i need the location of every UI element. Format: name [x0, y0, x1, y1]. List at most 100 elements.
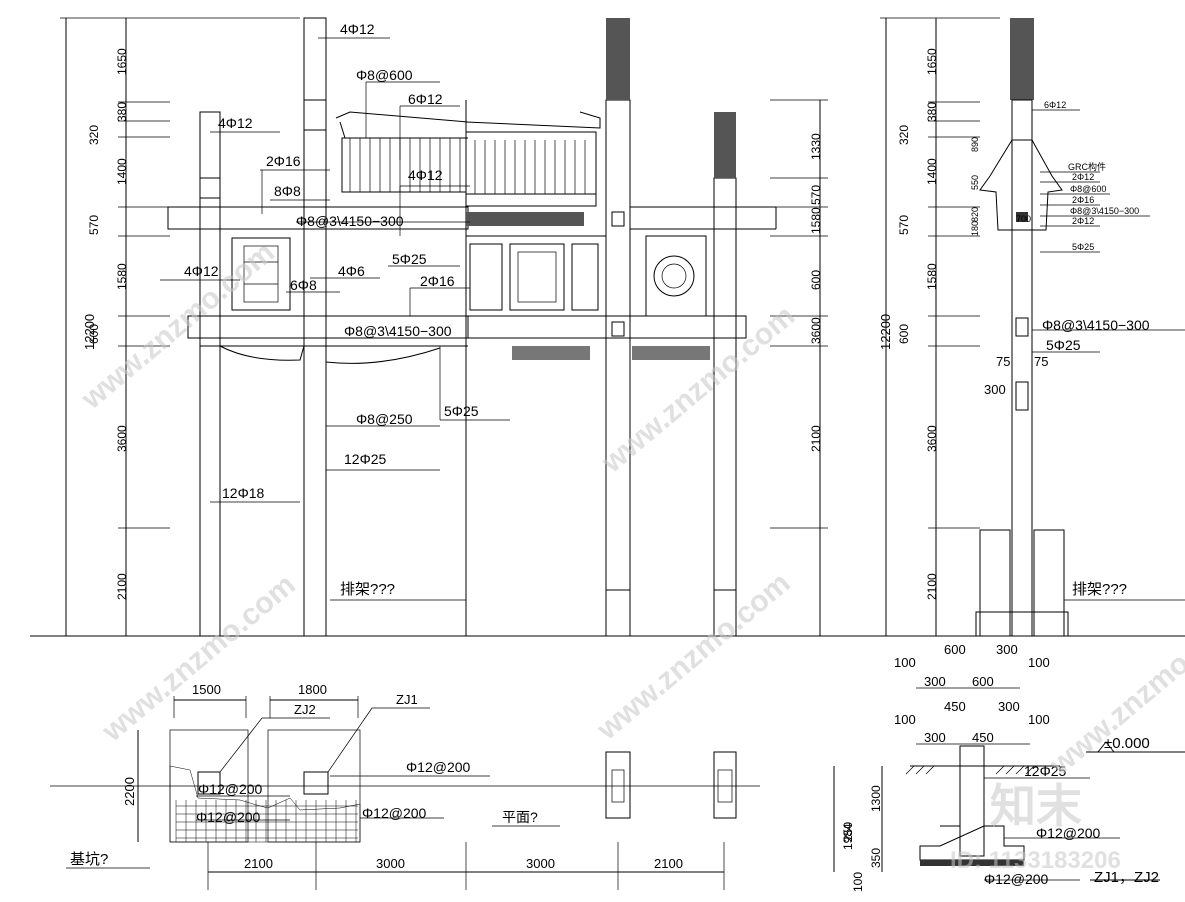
footing-rebar: Φ12@200: [984, 871, 1049, 887]
foundation-plan: 1500 1800 2200 ZJ2 ZJ1 Φ12@200 Φ12@200 Φ…: [50, 682, 760, 890]
plan-bottom-dim: 2100: [244, 856, 273, 871]
rebar-label: 4Φ6: [338, 263, 365, 279]
rebar-label: 5Φ25: [444, 403, 479, 419]
side-rebar-label: Φ8@600: [1070, 184, 1106, 194]
footing-top-dim: 450: [944, 699, 966, 714]
side-rebar-label: GRC构件: [1068, 161, 1106, 172]
side-rebar-label: 2Φ16: [1072, 195, 1094, 205]
side-rebar-label: Φ8@3\4150−300: [1070, 206, 1139, 216]
dim-380: 380: [115, 102, 129, 122]
watermark-site: www.znzmo.com: [590, 566, 796, 747]
watermark-site: www.znzmo.com: [595, 299, 801, 480]
rebar-label: 4Φ12: [340, 21, 375, 37]
dim-570: 570: [87, 215, 101, 235]
rdim-1580: 1580: [809, 207, 823, 234]
right-dimension-chain: 1330 570 1580 600 3600 2100: [770, 99, 828, 636]
rebar-label: 4Φ12: [408, 167, 443, 183]
plan-left-dim: 2200: [122, 777, 137, 806]
rdim-2100: 2100: [809, 425, 823, 452]
sdim-320: 320: [897, 125, 911, 145]
side-rebar-label: 2Φ12: [1072, 172, 1094, 182]
footing-left-dim: 350: [869, 848, 883, 868]
rebar-label: 6Φ12: [408, 91, 443, 107]
side-small-dim: 75: [996, 354, 1010, 369]
dim-320: 320: [87, 125, 101, 145]
footing-rebar: Φ12@200: [1036, 825, 1101, 841]
plan-rebar: Φ12@200: [198, 781, 263, 797]
rebar-label: Φ8@600: [356, 67, 413, 83]
side-bottom-dim: 600: [944, 642, 966, 657]
side-rebar-label: 2Φ12: [1072, 216, 1094, 226]
dim-600: 600: [87, 324, 101, 344]
sdim-2100: 2100: [925, 573, 939, 600]
side-overall-height: 12200: [878, 314, 893, 350]
sdim-1580: 1580: [925, 263, 939, 290]
sdim-380: 380: [925, 102, 939, 122]
watermark-id: ID: 1133183206: [950, 847, 1121, 874]
rebar-label: 12Φ18: [222, 485, 265, 501]
footing-left-dim: 1300: [869, 785, 883, 812]
side-bottom-dim: 100: [1028, 655, 1050, 670]
rebar-callouts: 4Φ12 Φ8@600 6Φ12 4Φ12 2Φ16 8Φ8 4Φ12 Φ8@3…: [160, 21, 510, 503]
footing-top-dim: 300: [998, 699, 1020, 714]
footing-side-dim: 100: [1028, 712, 1050, 727]
plan-label-zj1: ZJ1: [396, 692, 418, 707]
plan-top-dim: 1800: [298, 682, 327, 697]
rebar-label: 8Φ8: [274, 183, 301, 199]
side-small-dim: 300: [984, 382, 1006, 397]
note-left: 排架???: [340, 581, 395, 598]
rebar-label: 2Φ16: [266, 153, 301, 169]
rebar-label: Φ8@3\4150−300: [344, 323, 452, 339]
rdim-3600: 3600: [809, 317, 823, 344]
dim-1580: 1580: [115, 263, 129, 290]
footing-top-dim: 300: [924, 674, 946, 689]
sdim-3600: 3600: [925, 425, 939, 452]
side-mid-dim: 180: [970, 221, 980, 236]
rebar-label: 6Φ8: [290, 277, 317, 293]
footing-left-dim: 250: [841, 822, 855, 842]
footing-top-dim: 600: [972, 674, 994, 689]
footing-side-dim: 100: [894, 712, 916, 727]
side-rebar-label: 5Φ25: [1072, 242, 1094, 252]
plan-rebar: Φ12@200: [362, 805, 427, 821]
sdim-1400: 1400: [925, 158, 939, 185]
rebar-label: 4Φ12: [218, 115, 253, 131]
footing-left-dim: 100: [851, 872, 865, 892]
footing-rebar: 12Φ25: [1024, 763, 1067, 779]
side-bottom-dim: 300: [996, 642, 1018, 657]
rdim-600: 600: [809, 270, 823, 290]
plan-bottom-dim: 3000: [376, 856, 405, 871]
rebar-label: Φ8@3\4150−300: [296, 213, 404, 229]
sdim-1650: 1650: [925, 48, 939, 75]
plan-bottom-dim: 2100: [654, 856, 683, 871]
rdim-1330: 1330: [809, 133, 823, 160]
watermark-site: www.znzmo.com: [74, 236, 280, 417]
side-rebar-big: 5Φ25: [1046, 337, 1081, 353]
sdim-600: 600: [897, 324, 911, 344]
sdim-570: 570: [897, 215, 911, 235]
side-mid-dim: 550: [970, 175, 980, 190]
plan-title: 平面?: [502, 809, 538, 825]
footing-top-dim: 450: [972, 730, 994, 745]
dim-1400: 1400: [115, 158, 129, 185]
note-right: 排架???: [1072, 581, 1127, 598]
footing-section: 300 600 450 300 100 100 300 450 1984 130…: [833, 674, 1185, 892]
dim-2100: 2100: [115, 573, 129, 600]
side-rebar-big: Φ8@3\4150−300: [1042, 317, 1150, 333]
side-mid-dim: 890: [970, 137, 980, 152]
rebar-label: 4Φ12: [184, 263, 219, 279]
overall-height-label: 12200: [82, 314, 97, 350]
side-rebar-callouts: 6Φ12 GRC构件 2Φ12 Φ8@600 2Φ16 Φ8@3\4150−30…: [1032, 100, 1150, 253]
plan-rebar: Φ12@200: [196, 809, 261, 825]
rebar-label: 2Φ16: [420, 273, 455, 289]
ground-level: ±0.000: [1104, 735, 1150, 752]
footing-top-dim: 300: [924, 730, 946, 745]
plan-rebar: Φ12@200: [406, 759, 471, 775]
plan-top-dim: 1500: [192, 682, 221, 697]
rdim-570: 570: [809, 185, 823, 205]
pit-title: 基坑?: [70, 851, 108, 868]
side-small-dim: 75: [1034, 354, 1048, 369]
side-elevation: 12200 1650 380 320 1400 570 1580 600 360…: [878, 17, 1185, 670]
left-dimension-chain: 12200 1650 380 320 1400 570 1580 600 360…: [60, 17, 300, 636]
